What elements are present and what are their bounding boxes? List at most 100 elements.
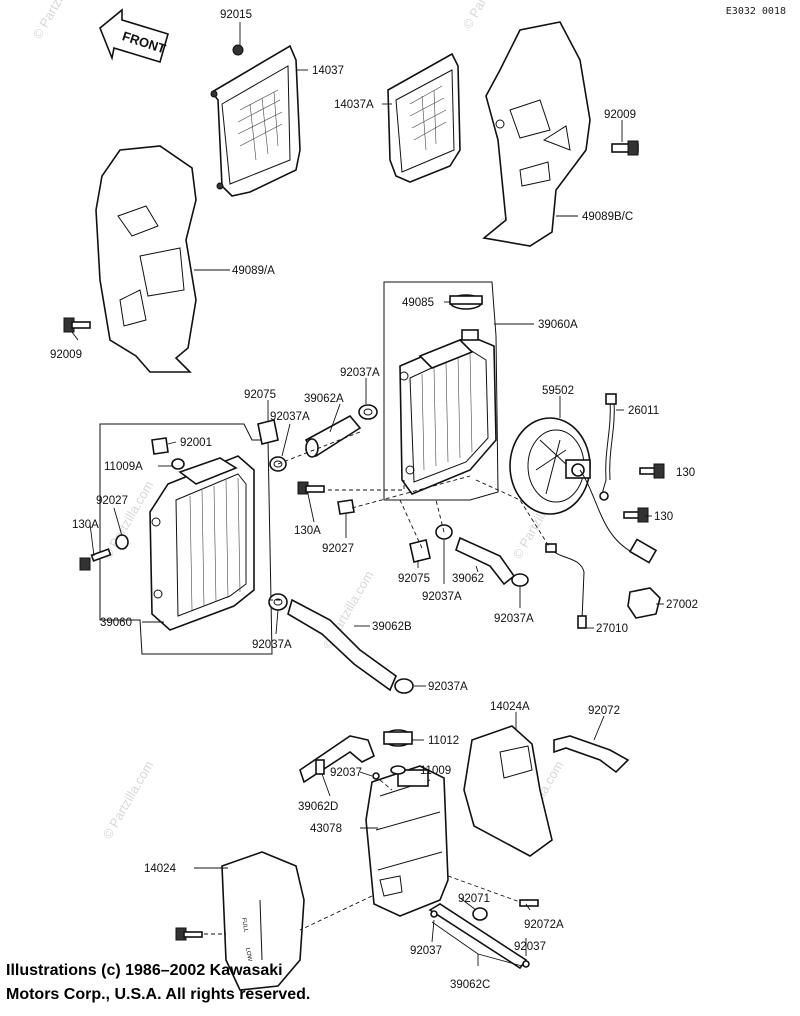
part-label-11009: 11009	[420, 765, 451, 777]
part-label-49089a: 49089/A	[232, 265, 275, 277]
part-label-49085: 49085	[402, 297, 434, 309]
part-label-92001: 92001	[180, 437, 212, 449]
bolt-130a-left	[79, 548, 112, 571]
bolt-130-lower	[623, 507, 649, 523]
fan-switch-27010	[545, 543, 587, 629]
part-label-39060a: 39060A	[538, 319, 578, 331]
part-label-14037a: 14037A	[334, 99, 374, 111]
part-label-59502: 59502	[542, 385, 574, 397]
part-label-14024a: 14024A	[490, 701, 530, 713]
cooling-fan-59502	[509, 417, 591, 515]
part-label-14037: 14037	[312, 65, 344, 77]
drain-bolt-92001	[151, 437, 169, 455]
radiator-hose-39062	[455, 536, 516, 586]
hose-clamp-92037a-right	[511, 573, 529, 587]
hose-clamp-92037a-upper	[358, 404, 378, 420]
tank-cover-14024: FULL LOW	[221, 851, 305, 991]
part-label-11009a: 11009A	[104, 461, 143, 473]
svg-text:LOW: LOW	[244, 947, 252, 962]
part-label-92037a-top: 92037A	[340, 367, 380, 379]
watermark-text: © Partzilla.com	[30, 0, 87, 42]
radiator-hose-39062b	[287, 598, 397, 692]
radiator-cap-49085	[449, 294, 483, 310]
radiator-shroud-49089bc	[482, 21, 591, 247]
part-label-130-lower: 130	[654, 511, 673, 523]
part-label-130-upper: 130	[676, 467, 695, 479]
part-label-92072a: 92072A	[524, 919, 564, 931]
hose-clamp-92037a-bottom	[394, 678, 414, 694]
part-label-92009-left: 92009	[50, 349, 82, 361]
bolt-92072a	[519, 899, 539, 907]
part-label-39062b: 39062B	[372, 621, 412, 633]
overflow-hose-39062d	[299, 735, 376, 784]
part-label-39062a: 39062A	[304, 393, 344, 405]
grommet-92071	[472, 907, 488, 921]
radiator-hose-39062a	[304, 414, 362, 458]
part-label-92037-lower-left: 92037	[410, 945, 442, 957]
grommet-92075-lower	[409, 539, 431, 563]
reservoir-tank-43078	[365, 765, 449, 917]
hose-clamp-92037a-lower-left	[268, 593, 288, 611]
radiator-screen-14037	[210, 44, 301, 197]
reservoir-cap-11012	[383, 729, 413, 747]
part-label-92075-lower: 92075	[398, 573, 430, 585]
part-label-92037a-right: 92037A	[494, 613, 534, 625]
drain-hose-39062c	[428, 903, 530, 970]
part-label-43078: 43078	[310, 823, 342, 835]
collar-92027-left	[115, 534, 129, 550]
dashed-reference-lines	[204, 431, 551, 935]
watermark-text: © Partzilla.com	[460, 0, 517, 32]
watermark-text: © Partzilla.com	[100, 758, 157, 841]
part-label-92037a-upper: 92037A	[270, 411, 310, 423]
diagram-code: E3032 0018	[725, 6, 786, 17]
radiator-screen-14037a	[387, 52, 461, 183]
copyright-line-1: Illustrations (c) 1986–2002 Kawasaki	[6, 962, 283, 979]
part-label-39060: 39060	[100, 617, 132, 629]
part-label-92075-top: 92075	[244, 389, 276, 401]
part-label-92027-left: 92027	[96, 495, 128, 507]
part-label-130a-left: 130A	[72, 519, 99, 531]
part-label-27010: 27010	[596, 623, 628, 635]
part-label-92072: 92072	[588, 705, 620, 717]
part-label-92037a-middle: 92037A	[422, 591, 462, 603]
part-label-39062: 39062	[452, 573, 484, 585]
part-label-92071: 92071	[458, 893, 490, 905]
part-label-92037a-bottom: 92037A	[428, 681, 468, 693]
switch-cover-27002	[627, 587, 661, 619]
gasket-11009	[390, 765, 406, 775]
clip-92037-upper	[372, 772, 380, 780]
radiator-39060a	[399, 329, 497, 495]
bolt-92009-left	[63, 317, 91, 333]
part-label-92037-lower-right: 92037	[514, 941, 546, 953]
part-labels: 92015 14037 14037A 92009 49089B/C 49089/…	[50, 9, 698, 991]
part-label-92009-right: 92009	[604, 109, 636, 121]
grommet-92075-upper	[257, 419, 279, 445]
part-label-92037a-left: 92037A	[252, 639, 292, 651]
part-label-49089bc: 49089B/C	[582, 211, 633, 223]
part-label-11012: 11012	[428, 735, 459, 747]
fan-lead-wire	[579, 469, 658, 564]
ground-wire-26011	[599, 393, 617, 501]
bolt-92009-right	[611, 140, 639, 156]
gasket-11009a	[171, 458, 185, 470]
collar-92027-middle	[337, 499, 355, 515]
svg-text:FULL: FULL	[240, 917, 249, 933]
part-label-130a-middle: 130A	[294, 525, 321, 537]
part-label-39062c: 39062C	[450, 979, 490, 991]
bolt-lower-left	[175, 927, 203, 941]
part-label-92037-upper: 92037	[330, 767, 362, 779]
radiator-39060	[149, 455, 255, 631]
bolt-130-upper	[639, 463, 665, 479]
copyright-line-2: Motors Corp., U.S.A. All rights reserved…	[6, 986, 311, 1003]
bracket-92072	[553, 735, 630, 774]
radiator-group-outline-left	[99, 423, 273, 655]
bolt-130a-middle	[297, 481, 325, 495]
part-label-39062d: 39062D	[298, 801, 338, 813]
front-arrow: FRONT	[99, 8, 169, 64]
part-label-92027-middle: 92027	[322, 543, 354, 555]
part-label-14024: 14024	[144, 863, 177, 875]
part-label-27002: 27002	[666, 599, 698, 611]
part-label-26011: 26011	[628, 405, 659, 417]
